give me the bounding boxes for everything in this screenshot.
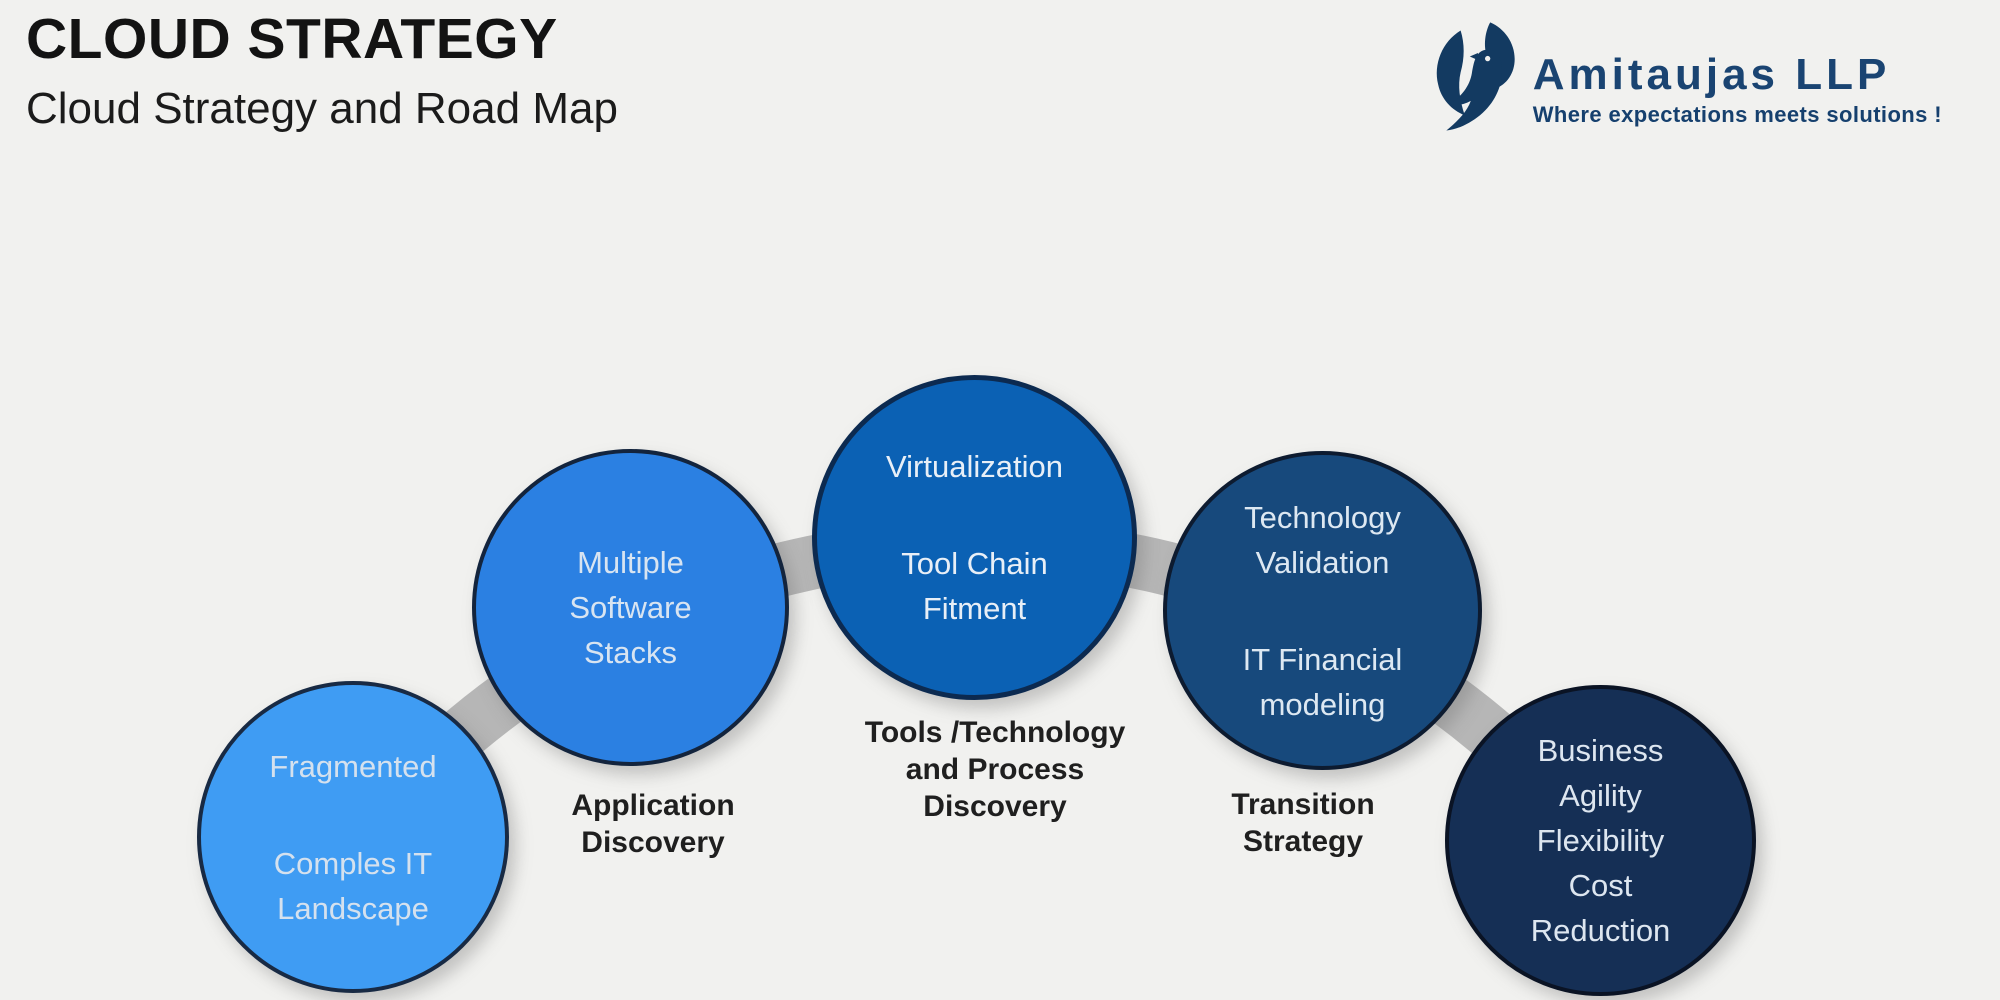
caption-line: Application [571,789,735,822]
circle-text-line: Cost [1568,868,1633,903]
circle-text-group: IT Financial modeling [1243,637,1403,727]
circle-text-line: Landscape [277,890,429,926]
caption-line: Discovery [923,790,1067,823]
logo-tagline: Where expectations meets solutions ! [1532,102,1942,127]
circle-text-line: Validation [1255,544,1390,580]
circle-text-group: Virtualization [886,444,1063,489]
circle-text-line: Tool Chain [901,546,1048,581]
circle-text-group: Fragmented [269,744,436,789]
circle-text-line: Reduction [1530,913,1671,948]
circle-text-line: IT Financial [1242,641,1403,677]
caption-line: Discovery [581,826,725,859]
circle-text-line: Business [1537,733,1664,768]
page-subtitle: Cloud Strategy and Road Map [26,84,618,133]
circle-text-line: Fragmented [269,748,437,784]
circle-text-line: Software [569,590,692,625]
caption-line: and Process [905,753,1085,786]
circle-text-line: Stacks [583,635,678,670]
caption-line: Strategy [1242,825,1364,858]
circle-text-line: modeling [1259,686,1386,722]
logo-company-name: Amitaujas LLP [1532,50,1891,99]
page-title: CLOUD STRATEGY [26,7,558,71]
circle-text-line: Multiple [577,545,684,580]
circle-text-group: Comples IT Landscape [274,841,432,931]
circle-text-line: Fitment [922,591,1027,626]
circle-text-line: Virtualization [886,449,1063,484]
caption-line: Transition [1231,788,1375,821]
caption-line: Tools /Technology [864,716,1126,749]
circle-text-line: Comples IT [273,845,433,881]
circle-text-line: Flexibility [1536,823,1665,858]
phoenix-bird-icon [1429,20,1531,140]
company-logo: Amitaujas LLP Where expectations meets s… [1429,20,1942,140]
circle-text-line: Agility [1559,778,1642,813]
circle-text-line: Technology [1244,499,1401,535]
logo-text-block: Amitaujas LLP Where expectations meets s… [1533,20,1942,128]
